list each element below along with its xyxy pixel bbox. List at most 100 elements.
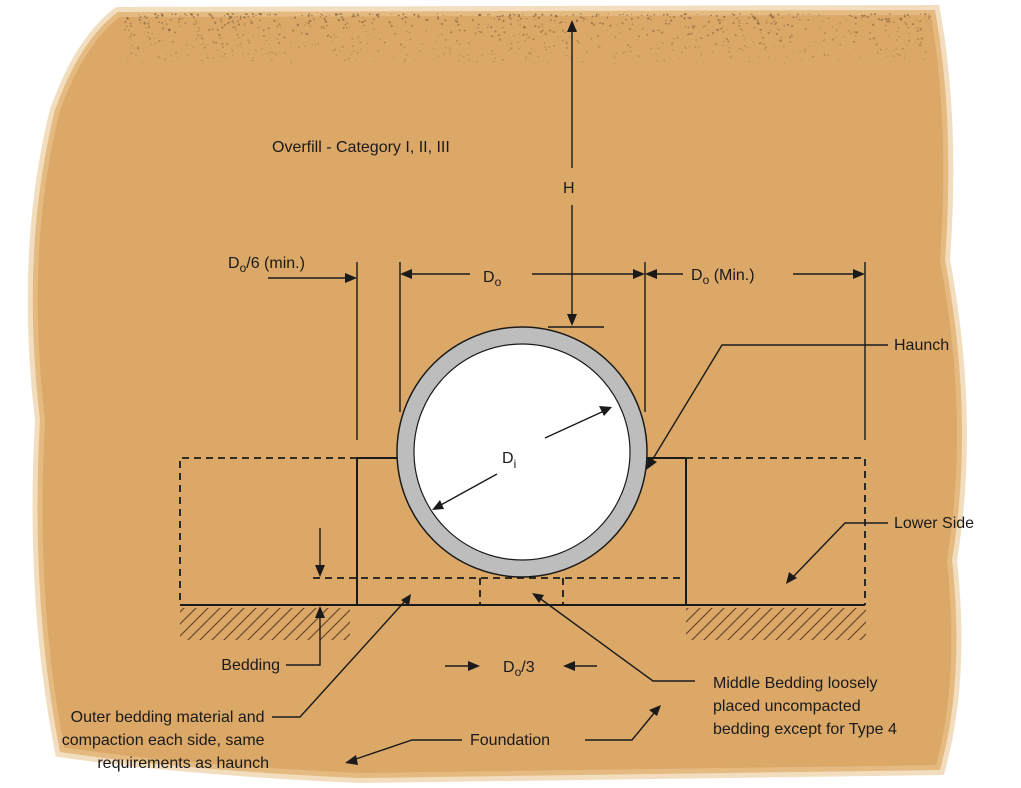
surface-dot bbox=[522, 33, 525, 36]
surface-dot bbox=[157, 14, 160, 17]
surface-dot bbox=[756, 19, 759, 22]
surface-dot bbox=[513, 34, 515, 36]
surface-dot bbox=[707, 21, 710, 23]
surface-dot bbox=[592, 23, 596, 26]
surface-dot bbox=[270, 58, 273, 62]
surface-dot bbox=[853, 31, 856, 33]
surface-dot bbox=[775, 22, 778, 24]
surface-dot bbox=[468, 54, 470, 57]
surface-dot bbox=[518, 47, 520, 50]
surface-dot bbox=[366, 43, 368, 45]
surface-dot bbox=[247, 39, 249, 42]
surface-dot bbox=[205, 53, 208, 55]
surface-dot bbox=[335, 14, 337, 16]
ground-surface-texture bbox=[124, 12, 931, 65]
surface-dot bbox=[756, 21, 760, 25]
surface-dot bbox=[498, 15, 501, 18]
surface-dot bbox=[332, 41, 334, 43]
surface-dot bbox=[196, 13, 199, 16]
surface-dot bbox=[684, 25, 687, 28]
surface-dot bbox=[877, 60, 879, 63]
surface-dot bbox=[467, 42, 470, 44]
surface-dot bbox=[375, 13, 378, 17]
surface-dot bbox=[232, 26, 234, 29]
surface-dot bbox=[738, 24, 741, 27]
surface-dot bbox=[630, 28, 632, 30]
surface-dot bbox=[459, 54, 462, 57]
surface-dot bbox=[138, 18, 141, 21]
surface-dot bbox=[148, 37, 151, 40]
surface-dot bbox=[706, 34, 709, 37]
surface-dot bbox=[406, 30, 408, 33]
surface-dot bbox=[364, 19, 367, 22]
surface-dot bbox=[661, 31, 664, 34]
surface-dot bbox=[741, 29, 743, 31]
surface-dot bbox=[579, 16, 583, 19]
surface-dot bbox=[708, 22, 710, 24]
surface-dot bbox=[539, 30, 543, 34]
surface-dot bbox=[501, 26, 504, 29]
surface-dot bbox=[722, 19, 724, 21]
surface-dot bbox=[773, 46, 776, 48]
surface-dot bbox=[694, 46, 697, 49]
surface-dot bbox=[658, 29, 660, 32]
surface-dot bbox=[641, 14, 643, 16]
surface-dot bbox=[800, 59, 803, 62]
surface-dot bbox=[650, 18, 652, 21]
surface-dot bbox=[508, 49, 511, 52]
surface-dot bbox=[200, 34, 203, 37]
di-arrow-line-lower bbox=[438, 473, 498, 507]
middle-bedding-label: Middle Bedding loosely placed uncompacte… bbox=[713, 675, 897, 738]
foundation-leader-left bbox=[352, 739, 462, 761]
surface-dot bbox=[533, 38, 536, 40]
surface-dot bbox=[818, 14, 820, 16]
surface-dot bbox=[629, 46, 632, 49]
surface-dot bbox=[746, 46, 749, 49]
surface-dot bbox=[564, 21, 567, 24]
surface-dot bbox=[350, 53, 353, 56]
surface-dot bbox=[577, 41, 580, 44]
surface-dot bbox=[147, 22, 149, 24]
surface-dot bbox=[527, 37, 530, 39]
surface-dot bbox=[449, 31, 453, 34]
surface-dot bbox=[498, 38, 502, 41]
surface-dot bbox=[275, 54, 278, 56]
surface-dot bbox=[351, 15, 354, 18]
surface-dot bbox=[234, 26, 237, 29]
surface-dot bbox=[688, 32, 691, 35]
surface-dot bbox=[596, 34, 599, 37]
surface-dot bbox=[628, 28, 631, 31]
surface-dot bbox=[345, 27, 348, 29]
surface-dot bbox=[276, 25, 279, 28]
surface-dot bbox=[325, 24, 328, 27]
surface-dot bbox=[510, 23, 512, 26]
surface-dot bbox=[347, 57, 350, 61]
surface-dot bbox=[783, 45, 785, 48]
surface-dot bbox=[760, 36, 763, 38]
surface-dot bbox=[277, 21, 279, 23]
surface-dot bbox=[692, 61, 694, 63]
surface-dot bbox=[757, 22, 760, 25]
surface-dot bbox=[158, 40, 161, 43]
surface-dot bbox=[918, 44, 922, 47]
surface-dot bbox=[230, 17, 232, 19]
bedding-thickness-arrow-up bbox=[315, 606, 325, 618]
surface-dot bbox=[449, 53, 451, 55]
surface-dot bbox=[509, 46, 512, 49]
surface-dot bbox=[444, 38, 447, 41]
surface-dot bbox=[741, 48, 744, 51]
surface-dot bbox=[716, 29, 718, 31]
surface-dot bbox=[727, 50, 730, 53]
surface-dot bbox=[690, 32, 693, 35]
surface-dot bbox=[621, 22, 624, 25]
surface-dot bbox=[357, 36, 360, 39]
surface-dot bbox=[222, 46, 224, 49]
surface-dot bbox=[647, 17, 650, 20]
surface-dot bbox=[765, 22, 768, 24]
surface-dot bbox=[595, 13, 598, 16]
surface-dot bbox=[176, 56, 179, 59]
do-min-arrowhead-right bbox=[853, 269, 865, 279]
surface-dot bbox=[626, 43, 630, 47]
surface-dot bbox=[865, 16, 867, 18]
surface-dot bbox=[409, 38, 412, 41]
